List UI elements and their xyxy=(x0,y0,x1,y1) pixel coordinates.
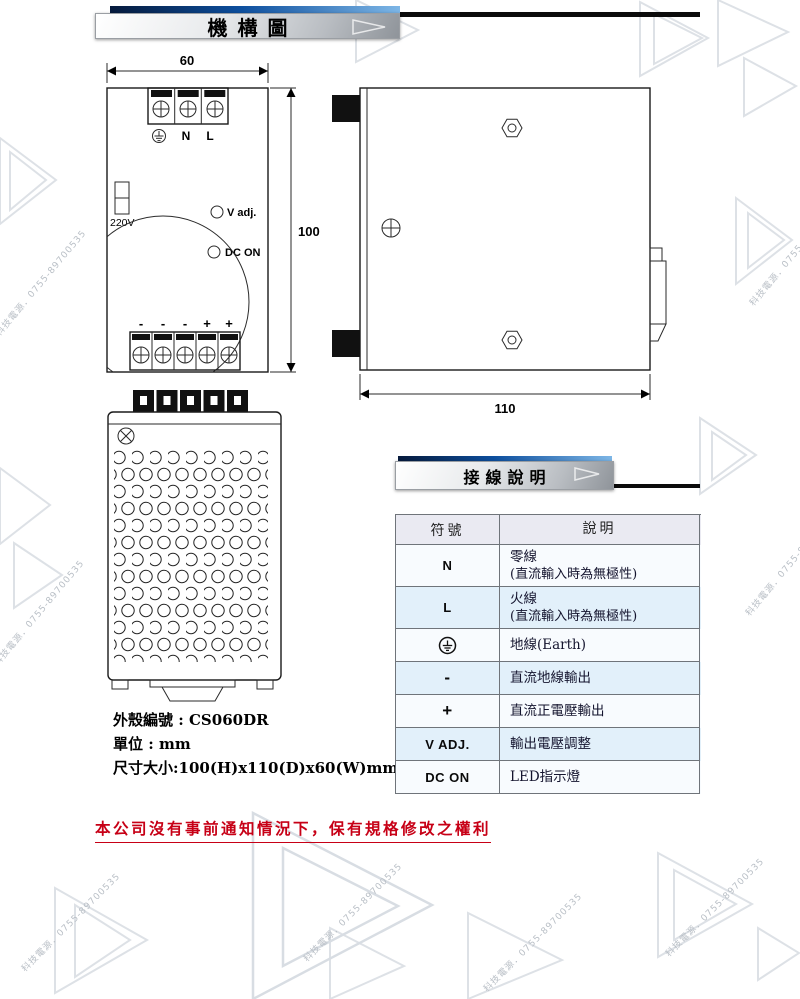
dcon-led xyxy=(207,245,221,259)
desc-minus: 直流地線輸出 xyxy=(500,662,700,695)
banner-rule-line xyxy=(610,484,700,488)
case-screw xyxy=(117,427,135,445)
page-title: 機構圖 xyxy=(207,15,298,40)
mounting-tab-top xyxy=(332,95,360,122)
banner-decoration-triangle xyxy=(574,467,600,481)
label-n: N xyxy=(182,129,191,143)
desc-line: 直流地線輸出 xyxy=(510,669,591,686)
polarity-mark: - xyxy=(183,316,187,331)
case-feet xyxy=(111,679,274,690)
symbol-n: N xyxy=(396,545,500,587)
table-header-desc: 說明 xyxy=(500,515,700,545)
desc-line: (直流輸入時為無極性) xyxy=(510,608,638,624)
front-width-dimension: 60 xyxy=(106,53,269,83)
side-view-drawing: 110 xyxy=(332,87,667,416)
banner-decoration-triangle xyxy=(352,19,386,35)
table-header-row: 符號 說明 xyxy=(396,515,701,545)
hex-screw-bottom xyxy=(501,330,523,350)
ventilation-holes xyxy=(114,449,268,662)
table-row: DC ON LED指示燈 xyxy=(396,761,701,794)
polarity-mark: - xyxy=(161,316,165,331)
desc-dcon: LED指示燈 xyxy=(500,761,700,794)
desc-earth: 地線(Earth) xyxy=(500,629,700,662)
desc-plus: 直流正電壓輸出 xyxy=(500,695,700,728)
mounting-tab-bottom xyxy=(332,330,360,357)
side-depth-dimension: 110 xyxy=(359,374,651,416)
vadj-label: V adj. xyxy=(227,207,256,219)
earth-symbol-icon xyxy=(152,129,166,143)
side-body-outline xyxy=(359,87,651,371)
banner-rule-line xyxy=(396,12,700,17)
mounting-screw xyxy=(381,218,401,238)
symbol-vadj: V ADJ. xyxy=(396,728,500,761)
table-row: 地線(Earth) xyxy=(396,629,701,662)
front-height-dimension: 100 xyxy=(270,87,320,373)
polarity-labels: - - - + + xyxy=(139,316,233,331)
polarity-mark: - xyxy=(139,316,143,331)
desc-line: 零線 xyxy=(510,548,537,565)
symbol-earth xyxy=(396,629,500,662)
case-model: 外殼編號 : CS060DR xyxy=(113,711,269,729)
case-arc xyxy=(107,215,250,372)
output-terminal-block xyxy=(129,331,241,371)
input-terminal-labels: N L xyxy=(152,129,214,143)
table-row: + 直流正電壓輸出 xyxy=(396,695,701,728)
desc-line: (直流輸入時為無極性) xyxy=(510,566,638,582)
fuse-component: 220V xyxy=(110,181,135,229)
symbol-dcon: DC ON xyxy=(396,761,500,794)
din-rail-clip xyxy=(649,247,667,342)
case-unit: 單位 : mm xyxy=(113,735,191,753)
desc-line: LED指示燈 xyxy=(510,768,581,785)
desc-line: 直流正電壓輸出 xyxy=(510,702,605,719)
front-view-drawing: 60 N L xyxy=(106,53,320,373)
rear-terminal-block xyxy=(133,390,248,412)
desc-vadj: 輸出電壓調整 xyxy=(500,728,700,761)
earth-ground-icon xyxy=(438,636,457,654)
voltage-label: 220V xyxy=(110,217,135,229)
case-info: 外殼編號 : CS060DR 單位 : mm 尺寸大小:100(H)x110(D… xyxy=(113,708,398,780)
spec-change-notice: 本公司沒有事前通知情況下，保有規格修改之權利 xyxy=(95,817,492,843)
bottom-connector xyxy=(149,679,236,702)
front-dim-width-label: 60 xyxy=(180,53,194,68)
label-l: L xyxy=(206,129,213,143)
wiring-table: 符號 說明 N 零線 (直流輸入時為無極性) L 火線 (直流輸入時為無極性) xyxy=(395,514,701,794)
wiring-title: 接線說明 xyxy=(463,467,552,487)
desc-n: 零線 (直流輸入時為無極性) xyxy=(500,545,700,587)
table-row: - 直流地線輸出 xyxy=(396,662,701,695)
table-row: N 零線 (直流輸入時為無極性) xyxy=(396,545,701,587)
desc-line: 輸出電壓調整 xyxy=(510,735,591,752)
bottom-view-drawing xyxy=(107,390,282,702)
dcon-label: DC ON xyxy=(225,247,261,259)
symbol-plus: + xyxy=(396,695,500,728)
desc-l: 火線 (直流輸入時為無極性) xyxy=(500,587,700,629)
side-dim-depth-label: 110 xyxy=(495,401,516,416)
symbol-minus: - xyxy=(396,662,500,695)
wiring-instructions-banner: 接線說明 xyxy=(395,461,614,490)
table-row: V ADJ. 輸出電壓調整 xyxy=(396,728,701,761)
mechanical-drawing-banner: 機構圖 xyxy=(95,13,400,40)
symbol-l: L xyxy=(396,587,500,629)
polarity-mark: + xyxy=(225,316,233,331)
polarity-mark: + xyxy=(203,316,211,331)
table-header-symbol: 符號 xyxy=(396,515,500,545)
front-dim-height-label: 100 xyxy=(298,224,320,239)
case-size: 尺寸大小:100(H)x110(D)x60(W)mm xyxy=(113,759,399,777)
input-terminal-block xyxy=(147,87,229,125)
table-row: L 火線 (直流輸入時為無極性) xyxy=(396,587,701,629)
desc-line: 地線(Earth) xyxy=(510,636,587,653)
hex-screw-top xyxy=(501,118,523,138)
vadj-potentiometer xyxy=(210,205,224,219)
desc-line: 火線 xyxy=(510,590,537,607)
